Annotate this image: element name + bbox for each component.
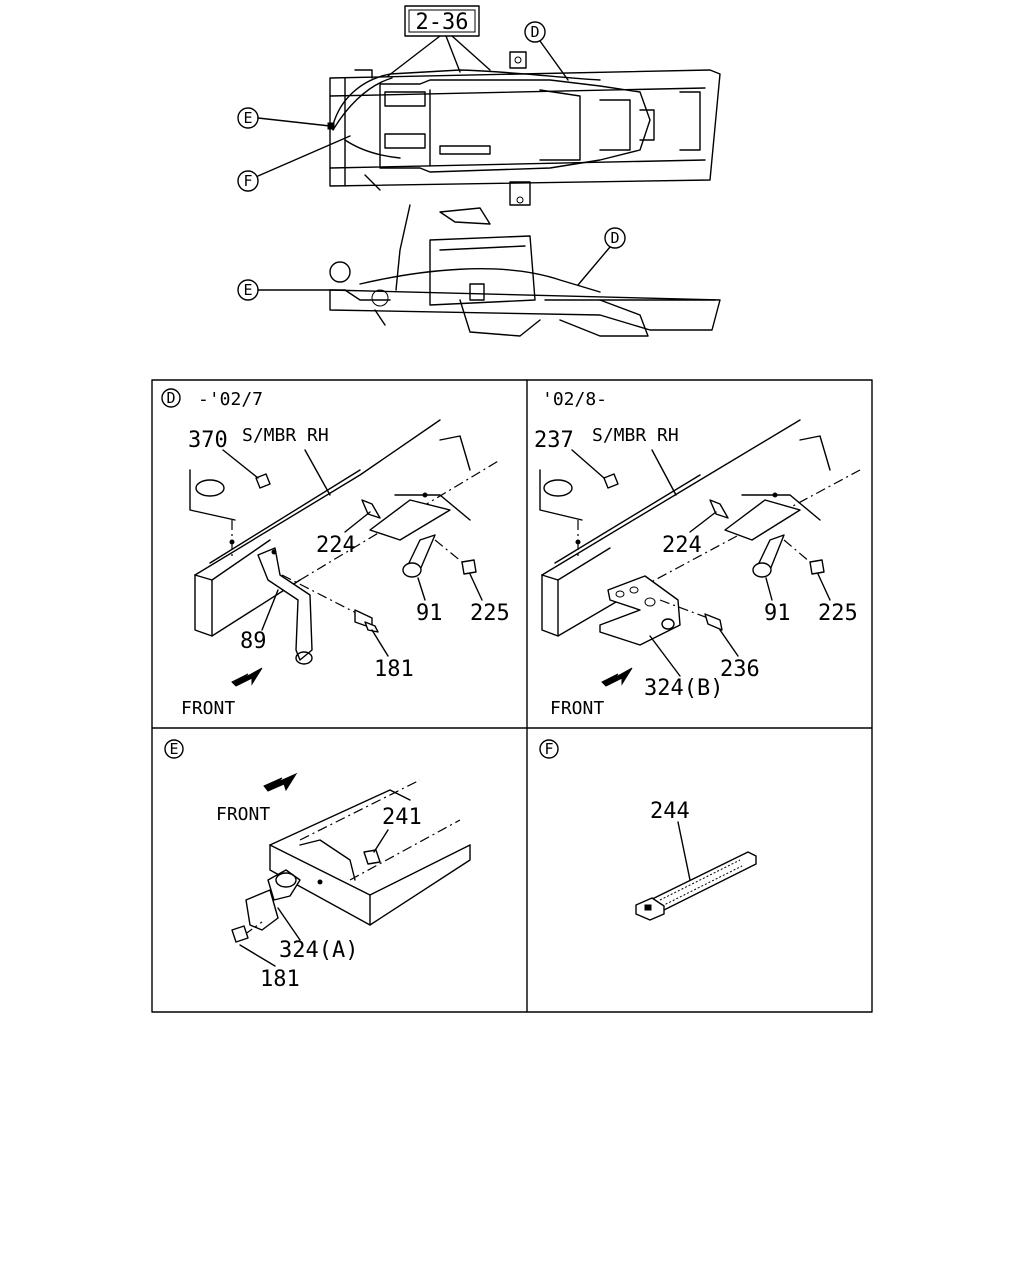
svg-text:E: E (243, 109, 252, 127)
svg-text:D: D (610, 229, 619, 247)
svg-text:F: F (544, 740, 553, 758)
svg-text:E: E (169, 740, 178, 758)
part-324b: 324(B) (644, 676, 723, 701)
cable-tie-244 (635, 851, 757, 921)
front-label: FRONT (550, 698, 604, 719)
svg-text:E: E (243, 281, 252, 299)
front-arrow (263, 772, 298, 792)
overview-callout-d2: D (577, 227, 626, 286)
part-181: 181 (260, 967, 300, 992)
svg-text:D: D (166, 389, 175, 407)
member-label: S/MBR RH (242, 425, 329, 446)
part-224: 224 (316, 533, 356, 558)
front-label: FRONT (216, 804, 270, 825)
part-224: 224 (662, 533, 702, 558)
svg-text:D: D (530, 23, 539, 41)
part-225: 225 (470, 601, 510, 626)
overview-callout-e2: E (237, 279, 346, 301)
period-label: '02/8- (542, 389, 607, 410)
part-89: 89 (240, 629, 267, 654)
part-181: 181 (374, 657, 414, 682)
front-label: FRONT (181, 698, 235, 719)
part-370: 370 (188, 428, 228, 453)
overview-callout-e1: E (237, 107, 335, 130)
detail-frame (151, 379, 873, 1013)
panel-d-left: D -'02/7 S/MBR RH (161, 388, 510, 719)
front-arrow (601, 667, 633, 687)
part-91: 91 (416, 601, 443, 626)
overview-callout-f: F (237, 135, 351, 192)
part-225: 225 (818, 601, 858, 626)
part-236: 236 (720, 657, 760, 682)
overview-chassis-side-view (329, 204, 721, 337)
overview-callout-d1: D (524, 21, 569, 81)
part-244: 244 (650, 799, 690, 824)
member-label: S/MBR RH (592, 425, 679, 446)
ref-box-text: 2-36 (416, 10, 469, 35)
part-324a: 324(A) (279, 938, 358, 963)
panel-f: F 244 (539, 739, 757, 921)
ref-box-2-36: 2-36 (387, 5, 491, 77)
front-arrow (231, 667, 263, 687)
panel-d-right: '02/8- S/MBR RH (534, 389, 861, 719)
part-241: 241 (382, 805, 422, 830)
panel-e: E FRONT 241 324(A) 181 (164, 739, 471, 992)
part-237: 237 (534, 428, 574, 453)
svg-text:F: F (243, 172, 252, 190)
overview-chassis-top-view (329, 51, 721, 206)
period-label: -'02/7 (198, 389, 263, 410)
part-91: 91 (764, 601, 791, 626)
